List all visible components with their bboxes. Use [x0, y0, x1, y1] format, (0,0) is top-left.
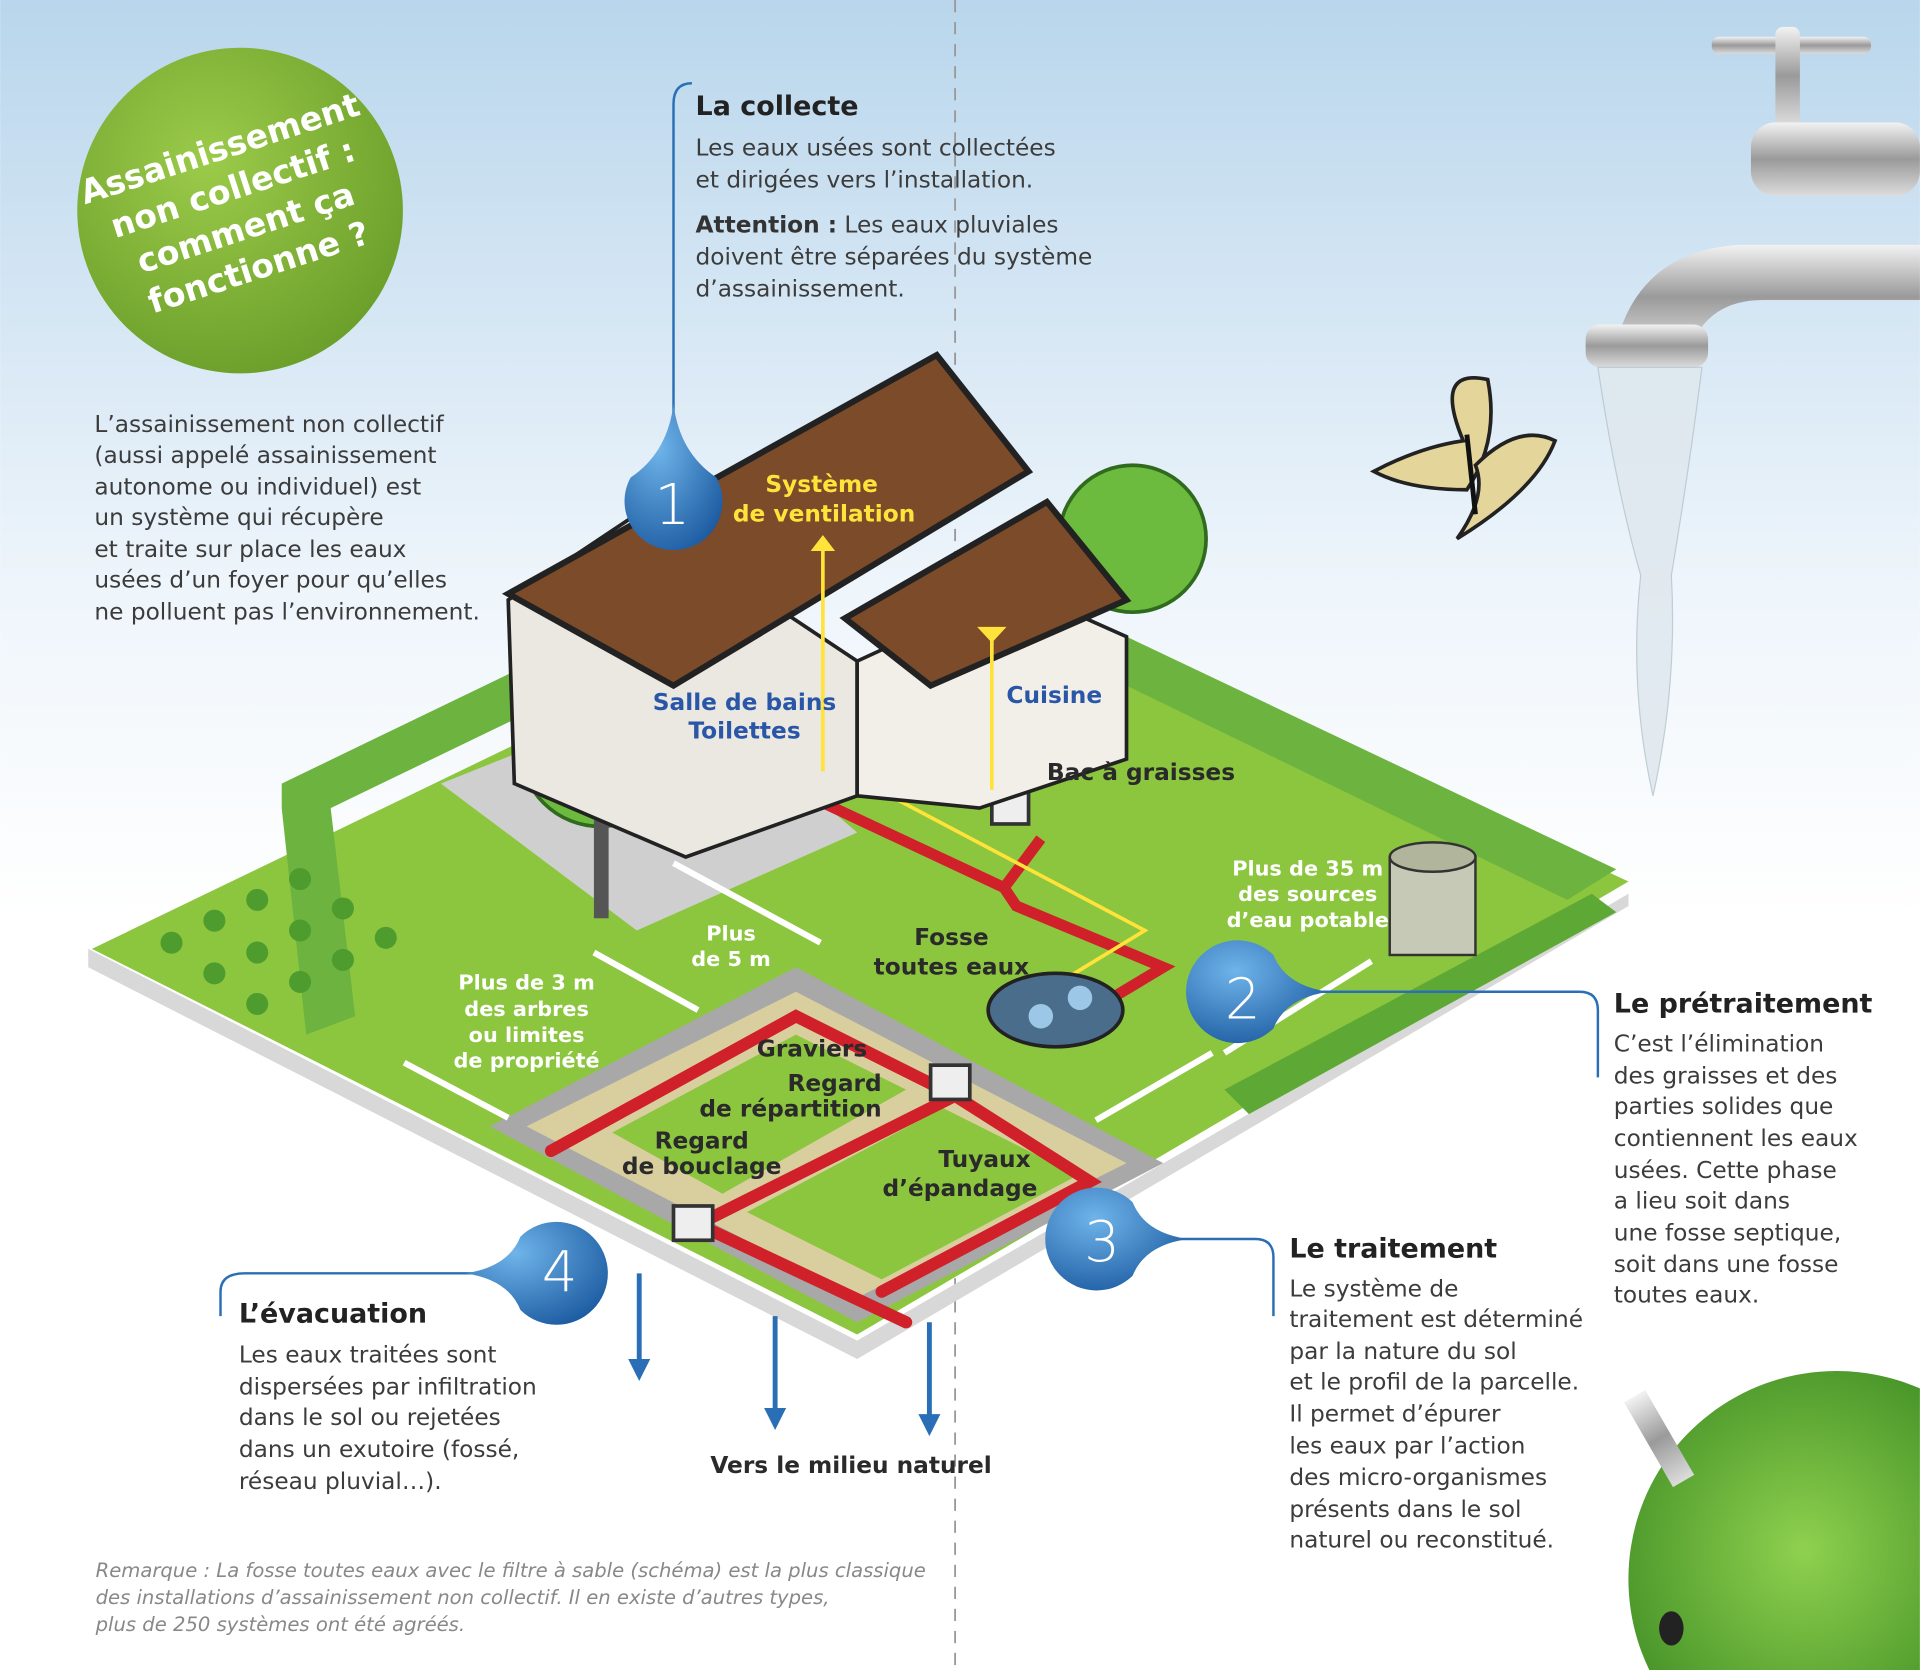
lawn: [91, 636, 1629, 1335]
note-line: plus de 250 systèmes ont été agréés.: [95, 1613, 465, 1636]
step-2-drop: 2: [1186, 940, 1329, 1044]
step-line: soit dans une fosse: [1614, 1251, 1839, 1278]
label-fosse: Fosse: [914, 924, 988, 951]
step-heading: Le traitement: [1289, 1233, 1497, 1264]
step-line: réseau pluvial…).: [239, 1468, 442, 1495]
step-line: Le système de: [1289, 1276, 1458, 1303]
label-plus-5m: de 5 m: [691, 947, 771, 971]
step-line: présents dans le sol: [1289, 1496, 1521, 1523]
step-line: usées. Cette phase: [1614, 1157, 1837, 1184]
label-tuyaux: Tuyaux: [938, 1146, 1030, 1173]
step-line: parties solides que: [1614, 1093, 1834, 1120]
garden-diagram: Système de ventilation Salle de bains To…: [88, 351, 1629, 1479]
step-line: C’est l’élimination: [1614, 1031, 1824, 1058]
step-line: naturel ou reconstitué.: [1289, 1527, 1554, 1554]
step-line: Il permet d’épurer: [1289, 1400, 1501, 1427]
step-number: 3: [1084, 1210, 1120, 1275]
label-cuisine: Cuisine: [1006, 682, 1102, 709]
step-pretraitement: Le prétraitement C’est l’élimination des…: [1614, 989, 1873, 1309]
step-line: doivent être séparées du système: [696, 243, 1093, 270]
step-line: et dirigées vers l’installation.: [696, 166, 1034, 193]
svg-text:Attention :Les eaux pluviales: Attention :Les eaux pluviales: [696, 212, 1059, 239]
label-ventilation: de ventilation: [733, 501, 915, 528]
intro-line: usées d’un foyer pour qu’elles: [94, 567, 447, 594]
remark-note: Remarque : La fosse toutes eaux avec le …: [95, 1559, 926, 1636]
label-tuyaux: d’épandage: [883, 1175, 1038, 1202]
grass-ball-illustration: [1624, 1370, 1920, 1670]
label-milieu-naturel: Vers le milieu naturel: [710, 1452, 991, 1479]
step-number: 4: [542, 1241, 578, 1306]
step-3-drop: 3: [1045, 1187, 1188, 1291]
step-line: une fosse septique,: [1614, 1219, 1841, 1246]
label-regard-repartition: Regard: [788, 1070, 882, 1097]
label-plus-5m: Plus: [706, 921, 756, 945]
label-toilettes: Toilettes: [688, 717, 800, 744]
intro-line: (aussi appelé assainissement: [94, 442, 436, 469]
note-line: Remarque : La fosse toutes eaux avec le …: [96, 1559, 926, 1582]
step-line: dans le sol ou rejetées: [239, 1404, 501, 1431]
step-line: traitement est déterminé: [1289, 1306, 1583, 1333]
step-line: et le profil de la parcelle.: [1289, 1369, 1579, 1396]
step-heading: La collecte: [696, 91, 859, 122]
attention-label: Attention :: [696, 212, 838, 239]
label-plus-3m: de propriété: [454, 1049, 600, 1073]
step-traitement: Le traitement Le système de traitement e…: [1289, 1233, 1583, 1553]
intro-line: L’assainissement non collectif: [94, 411, 444, 438]
step-heading: L’évacuation: [239, 1298, 427, 1329]
intro-line: un système qui récupère: [94, 504, 383, 531]
title-badge: Assainissement non collectif : comment ç…: [75, 47, 403, 374]
step-line: Les eaux pluviales: [844, 212, 1058, 239]
step-line: contiennent les eaux: [1614, 1125, 1858, 1152]
label-sources: des sources: [1238, 882, 1377, 906]
step-number: 2: [1225, 968, 1261, 1033]
step-4-drop: 4: [465, 1221, 608, 1325]
label-regard-repartition: de répartition: [699, 1096, 881, 1123]
step-collecte: La collecte Les eaux usées sont collecté…: [696, 91, 1093, 302]
intro-line: et traite sur place les eaux: [94, 536, 406, 563]
step-evacuation: L’évacuation Les eaux traitées sont disp…: [239, 1298, 537, 1495]
step-line: Les eaux usées sont collectées: [696, 134, 1056, 161]
step-line: dans un exutoire (fossé,: [239, 1436, 519, 1463]
step-line: dispersées par infiltration: [239, 1374, 537, 1401]
butterfly-illustration: [1369, 376, 1558, 541]
faucet-illustration: [1585, 26, 1920, 796]
step-line: a lieu soit dans: [1614, 1187, 1790, 1214]
label-sources: d’eau potable: [1227, 908, 1389, 932]
intro-paragraph: L’assainissement non collectif (aussi ap…: [94, 411, 479, 625]
step-line: des micro-organismes: [1289, 1464, 1547, 1491]
step-line: d’assainissement.: [696, 275, 905, 302]
label-plus-3m: ou limites: [469, 1023, 585, 1047]
step-1-drop: 1: [624, 404, 723, 551]
intro-line: autonome ou individuel) est: [94, 474, 421, 501]
label-sources: Plus de 35 m: [1232, 856, 1383, 880]
step-line: par la nature du sol: [1289, 1338, 1516, 1365]
step-line: des graisses et des: [1614, 1063, 1838, 1090]
label-regard-bouclage: de bouclage: [622, 1153, 782, 1180]
step-number: 1: [654, 473, 690, 538]
label-plus-3m: des arbres: [464, 997, 589, 1021]
note-line: des installations d’assainissement non c…: [96, 1586, 830, 1609]
label-salle-de-bains: Salle de bains: [653, 689, 836, 716]
label-ventilation: Système: [765, 471, 878, 498]
step-heading: Le prétraitement: [1614, 989, 1873, 1020]
step-line: Les eaux traitées sont: [239, 1342, 497, 1369]
label-fosse: toutes eaux: [874, 954, 1029, 981]
label-graviers: Graviers: [757, 1036, 867, 1063]
label-bac-a-graisses: Bac à graisses: [1047, 759, 1235, 786]
label-plus-3m: Plus de 3 m: [458, 970, 594, 994]
label-regard-bouclage: Regard: [655, 1127, 749, 1154]
intro-line: ne polluent pas l’environnement.: [94, 599, 479, 626]
step-line: les eaux par l’action: [1289, 1432, 1525, 1459]
step-line: toutes eaux.: [1614, 1282, 1759, 1309]
